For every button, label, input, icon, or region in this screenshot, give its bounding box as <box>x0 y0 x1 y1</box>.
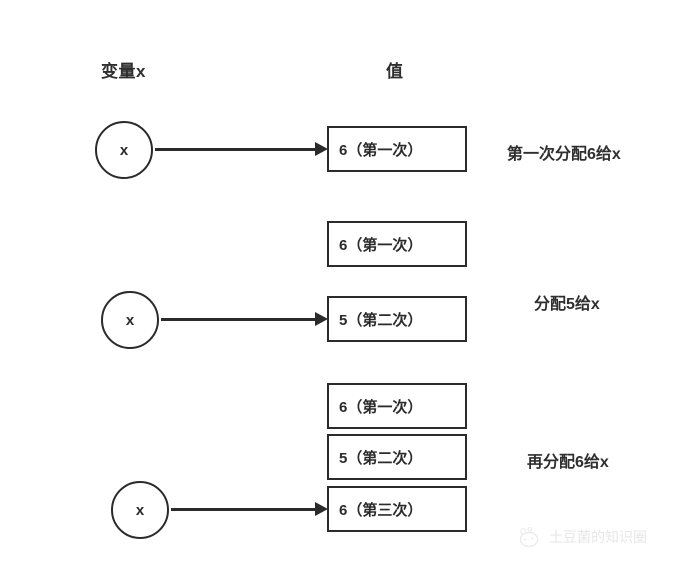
variable-circle-1: x <box>95 121 153 179</box>
variable-circle-3: x <box>111 481 169 539</box>
potato-mushroom-logo-icon <box>519 526 539 547</box>
column-header-value: 值 <box>386 62 404 81</box>
arrow-shaft <box>161 318 315 321</box>
column-header-variable: 变量x <box>101 62 146 81</box>
value-box-3-3: 6（第三次） <box>327 486 467 532</box>
value-box-label: 6（第一次） <box>339 141 423 159</box>
variable-circle-label-3: x <box>135 501 145 519</box>
watermark: 土豆菌的知识圈 <box>516 524 647 550</box>
value-box-label: 5（第二次） <box>339 449 423 467</box>
arrow-head-icon <box>315 142 328 156</box>
assignment-arrow-1 <box>155 142 328 156</box>
assignment-arrow-2 <box>161 312 328 326</box>
value-box-label: 6（第一次） <box>339 398 423 416</box>
annotation-3: 再分配6给x <box>527 454 609 471</box>
arrow-head-icon <box>315 502 328 516</box>
variable-circle-label-2: x <box>125 311 135 329</box>
annotation-1: 第一次分配6给x <box>507 146 621 163</box>
arrow-shaft <box>171 508 315 511</box>
value-box-3-1: 6（第一次） <box>327 383 467 429</box>
variable-circle-label-1: x <box>119 141 129 159</box>
value-box-2-2: 5（第二次） <box>327 296 467 342</box>
arrow-head-icon <box>315 312 328 326</box>
annotation-2: 分配5给x <box>534 296 600 313</box>
watermark-text: 土豆菌的知识圈 <box>549 529 647 545</box>
assignment-arrow-3 <box>171 502 328 516</box>
value-box-3-2: 5（第二次） <box>327 434 467 480</box>
value-box-2-1: 6（第一次） <box>327 221 467 267</box>
variable-circle-2: x <box>101 291 159 349</box>
value-box-label: 6（第一次） <box>339 236 423 254</box>
value-box-1-1: 6（第一次） <box>327 126 467 172</box>
value-box-label: 6（第三次） <box>339 501 423 519</box>
value-box-label: 5（第二次） <box>339 311 423 329</box>
arrow-shaft <box>155 148 315 151</box>
